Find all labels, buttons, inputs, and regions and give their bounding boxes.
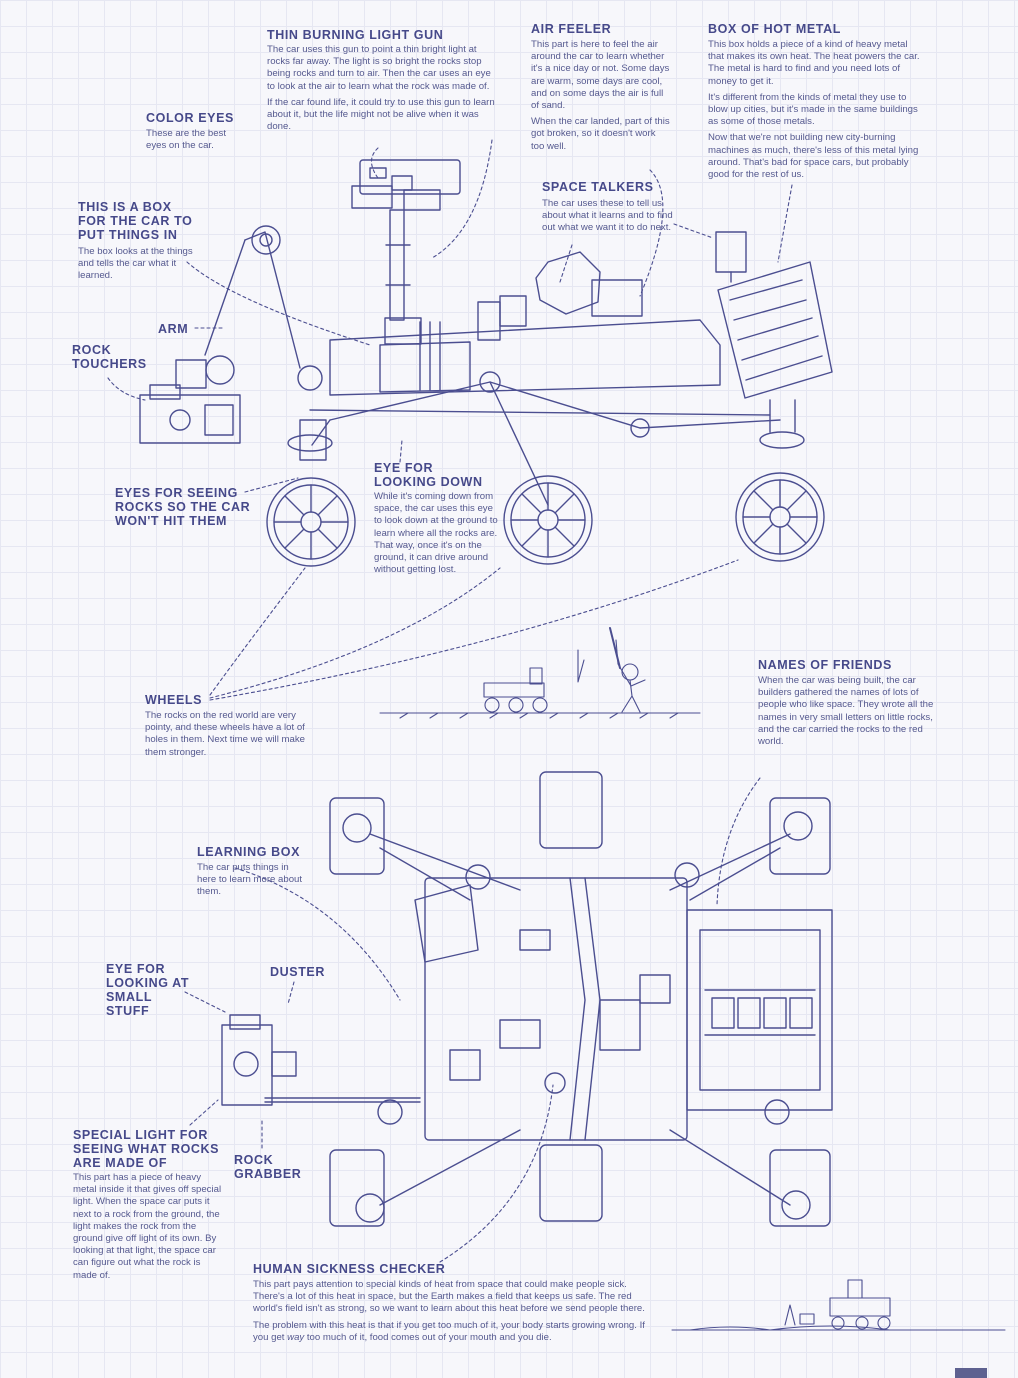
desc-names-of-friends: When the car was being built, the car bu… [758,675,934,748]
label-rock-grabber: ROCK GRABBER [234,1153,302,1181]
desc-special-light: This part has a piece of heavy metal ins… [73,1172,222,1281]
wheel-middle [503,475,593,565]
desc-box-of-hot-metal: This box holds a piece of a kind of heav… [708,39,926,185]
label-eye-looking-down: EYE FOR LOOKING DOWN [374,461,483,489]
desc-human-sickness-checker: This part pays attention to special kind… [253,1279,648,1348]
label-box-of-hot-metal: BOX OF HOT METAL [708,22,841,36]
label-box-for-things: THIS IS A BOX FOR THE CAR TO PUT THINGS … [78,200,193,242]
label-learning-box: LEARNING BOX [197,845,301,859]
label-rock-touchers: ROCK TOUCHERS [72,343,147,371]
label-air-feeler: AIR FEELER [531,22,612,36]
desc-wheels: The rocks on the red world are very poin… [145,710,305,758]
bottom-right-scene [671,1279,1006,1331]
label-duster: DUSTER [270,965,325,979]
desc-thin-gun-p1: The car uses this gun to point a thin br… [267,44,491,92]
desc-eye-looking-down: While it's coming down from space, the c… [374,491,498,576]
stick-figure-scene [379,627,701,719]
rover-side-view [139,159,833,567]
wheel-rear [735,399,825,562]
desc-sickness-p2-emphasis: way [287,1331,305,1343]
label-eye-small-stuff: EYE FOR LOOKING AT SMALL STUFF [106,962,190,1018]
desc-air-feeler-p2: When the car landed, part of this got br… [531,116,670,152]
rover-top-view [221,771,833,1227]
desc-thin-gun-p2: If the car found life, it could try to u… [267,96,495,133]
desc-space-talkers: The car uses these to tell us about what… [542,198,673,234]
desc-sickness-p1: This part pays attention to special kind… [253,1279,645,1315]
desc-thin-burning-light-gun: The car uses this gun to point a thin br… [267,44,497,137]
desc-sickness-p2: The problem with this heat is that if yo… [253,1320,648,1344]
desc-air-feeler-p1: This part is here to feel the air around… [531,39,670,112]
label-names-of-friends: NAMES OF FRIENDS [758,658,892,672]
label-eyes-for-seeing-rocks: EYES FOR SEEING ROCKS SO THE CAR WON'T H… [115,486,251,528]
label-wheels: WHEELS [145,693,203,707]
label-human-sickness-checker: HUMAN SICKNESS CHECKER [253,1262,446,1276]
label-arm: ARM [158,322,189,336]
desc-learning-box: The car puts things in here to learn mor… [197,862,303,898]
desc-sickness-p2b: too much of it, food comes out of your m… [304,1331,552,1343]
label-color-eyes: COLOR EYES [146,111,234,125]
desc-hot-metal-p2: It's different from the kinds of metal t… [708,91,918,128]
leader-lines-bottom [184,777,761,1263]
leader-lines-top [107,139,793,701]
label-special-light: SPECIAL LIGHT FOR SEEING WHAT ROCKS ARE … [73,1128,220,1170]
wheel-front [266,434,356,567]
desc-sickness-p2a: The problem with this heat is that if yo… [253,1319,645,1343]
desc-hot-metal-p1: This box holds a piece of a kind of heav… [708,39,920,87]
page-corner-tab [955,1368,987,1378]
desc-color-eyes: These are the best eyes on the car. [146,128,226,152]
label-space-talkers: SPACE TALKERS [542,180,654,194]
desc-hot-metal-p3: Now that we're not building new city-bur… [708,132,919,181]
desc-box-for-things: The box looks at the things and tells th… [78,246,193,282]
label-thin-burning-light-gun: THIN BURNING LIGHT GUN [267,28,444,42]
desc-air-feeler: This part is here to feel the air around… [531,39,671,157]
